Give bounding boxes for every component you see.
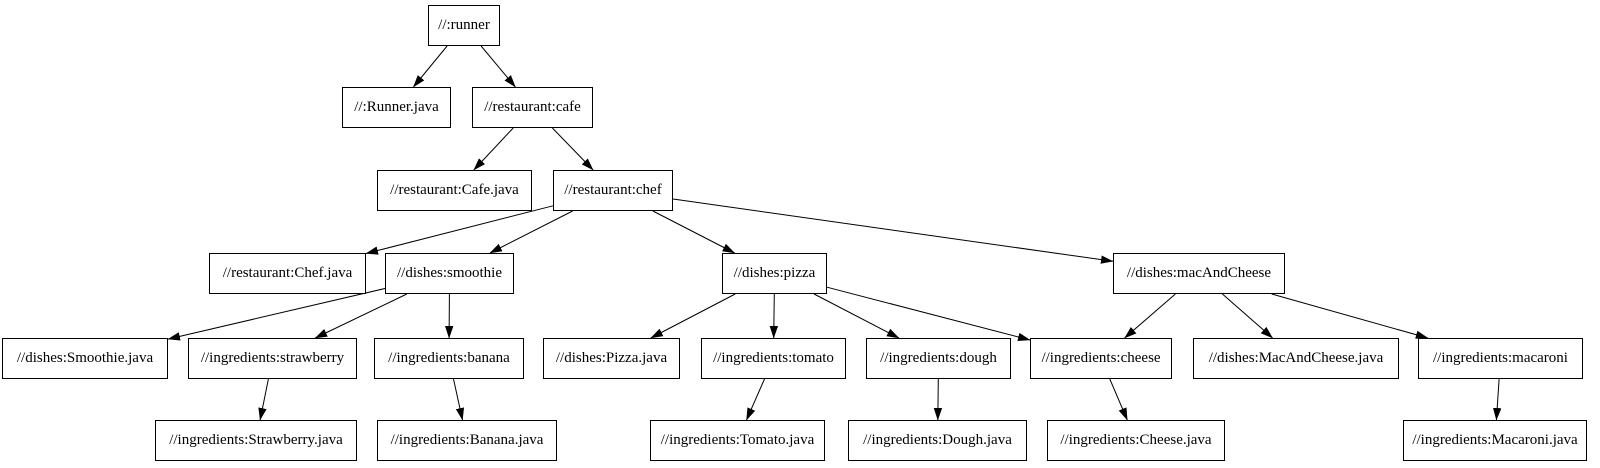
graph-node-label: //ingredients:strawberry xyxy=(200,350,345,366)
graph-edge-cafe-to-cafe-java xyxy=(473,127,514,171)
graph-node-banana: //ingredients:banana xyxy=(374,338,524,379)
graph-edge-chef-to-pizza xyxy=(652,210,736,254)
graph-node-mac-and-cheese: //dishes:macAndCheese xyxy=(1113,253,1285,294)
graph-node-label: //restaurant:chef xyxy=(564,182,662,198)
graph-node-label: //restaurant:Chef.java xyxy=(222,265,353,281)
graph-node-label: //restaurant:cafe xyxy=(484,99,581,115)
graph-node-chef: //restaurant:chef xyxy=(553,170,673,211)
graph-node-pizza: //dishes:pizza xyxy=(722,253,827,294)
graph-edge-tomato-to-tomato-java xyxy=(746,378,765,421)
graph-node-smoothie-java: //dishes:Smoothie.java xyxy=(2,338,168,379)
graph-node-label: //ingredients:Banana.java xyxy=(390,432,544,448)
graph-edge-smoothie-to-smoothie-java xyxy=(167,288,386,341)
graph-edge-chef-to-mac-and-cheese xyxy=(672,198,1114,264)
graph-node-banana-java: //ingredients:Banana.java xyxy=(377,420,557,461)
graph-edge-mac-and-cheese-to-cheese xyxy=(1124,293,1176,339)
graph-edge-banana-to-banana-java xyxy=(453,378,465,421)
graph-node-label: //ingredients:Dough.java xyxy=(863,432,1012,448)
graph-node-cheese-java: //ingredients:Cheese.java xyxy=(1047,420,1225,461)
graph-node-label: //ingredients:macaroni xyxy=(1433,350,1568,366)
graph-node-runner-java: //:Runner.java xyxy=(342,87,451,128)
graph-node-label: //dishes:macAndCheese xyxy=(1126,265,1272,281)
graph-node-label: //ingredients:banana xyxy=(388,350,510,366)
graph-edge-pizza-to-dough xyxy=(813,293,900,339)
graph-node-label: //ingredients:cheese xyxy=(1041,350,1161,366)
graph-edge-chef-to-smoothie xyxy=(489,210,573,254)
graph-node-label: //ingredients:Strawberry.java xyxy=(169,432,343,448)
graph-node-dough: //ingredients:dough xyxy=(866,338,1011,379)
graph-node-mac-and-cheese-java: //dishes:MacAndCheese.java xyxy=(1193,338,1399,379)
graph-node-strawberry-java: //ingredients:Strawberry.java xyxy=(155,420,357,461)
graph-node-label: //dishes:pizza xyxy=(733,265,816,281)
graph-edge-cafe-to-chef xyxy=(552,127,594,171)
graph-node-chef-java: //restaurant:Chef.java xyxy=(209,253,366,294)
graph-edge-strawberry-to-strawberry-java xyxy=(258,378,269,421)
graph-node-tomato: //ingredients:tomato xyxy=(701,338,846,379)
graph-edge-pizza-to-cheese xyxy=(826,286,1031,342)
graph-node-label: //ingredients:Cheese.java xyxy=(1060,432,1212,448)
graph-node-cheese: //ingredients:cheese xyxy=(1030,338,1172,379)
graph-edge-pizza-to-pizza-java xyxy=(650,293,736,339)
graph-edge-runner-to-runner-java xyxy=(413,45,448,88)
graph-node-label: //dishes:MacAndCheese.java xyxy=(1208,350,1384,366)
graph-node-runner: //:runner xyxy=(428,5,500,46)
graph-node-label: //dishes:Pizza.java xyxy=(555,350,668,366)
graph-node-label: //ingredients:Macaroni.java xyxy=(1412,432,1578,448)
graph-node-macaroni: //ingredients:macaroni xyxy=(1418,338,1583,379)
graph-edge-mac-and-cheese-to-macaroni xyxy=(1271,293,1429,339)
graph-node-cafe-java: //restaurant:Cafe.java xyxy=(377,170,532,211)
graph-edge-pizza-to-tomato xyxy=(769,293,779,339)
graph-node-cafe: //restaurant:cafe xyxy=(472,87,593,128)
graph-node-strawberry: //ingredients:strawberry xyxy=(188,338,357,379)
graph-edge-dough-to-dough-java xyxy=(933,378,943,421)
graph-node-label: //dishes:Smoothie.java xyxy=(16,350,154,366)
graph-edge-runner-to-cafe xyxy=(480,45,516,88)
graph-node-smoothie: //dishes:smoothie xyxy=(385,253,514,294)
graph-node-label: //:runner xyxy=(438,17,490,33)
graph-node-label: //ingredients:Tomato.java xyxy=(660,432,815,448)
graph-node-label: //:Runner.java xyxy=(354,99,439,115)
graph-node-dough-java: //ingredients:Dough.java xyxy=(848,420,1027,461)
graph-node-label: //restaurant:Cafe.java xyxy=(390,182,519,198)
graph-node-tomato-java: //ingredients:Tomato.java xyxy=(650,420,825,461)
graph-edge-macaroni-to-macaroni-java xyxy=(1492,378,1502,421)
graph-node-pizza-java: //dishes:Pizza.java xyxy=(543,338,680,379)
graph-node-label: //ingredients:dough xyxy=(880,350,997,366)
graph-edge-mac-and-cheese-to-mac-and-cheese-java xyxy=(1222,293,1273,339)
graph-node-label: //ingredients:tomato xyxy=(713,350,834,366)
graph-edge-chef-to-chef-java xyxy=(365,205,554,255)
graph-edge-cheese-to-cheese-java xyxy=(1109,378,1128,421)
graph-edge-smoothie-to-strawberry xyxy=(314,293,408,339)
graph-node-label: //dishes:smoothie xyxy=(397,265,502,281)
graph-node-macaroni-java: //ingredients:Macaroni.java xyxy=(1403,420,1587,461)
